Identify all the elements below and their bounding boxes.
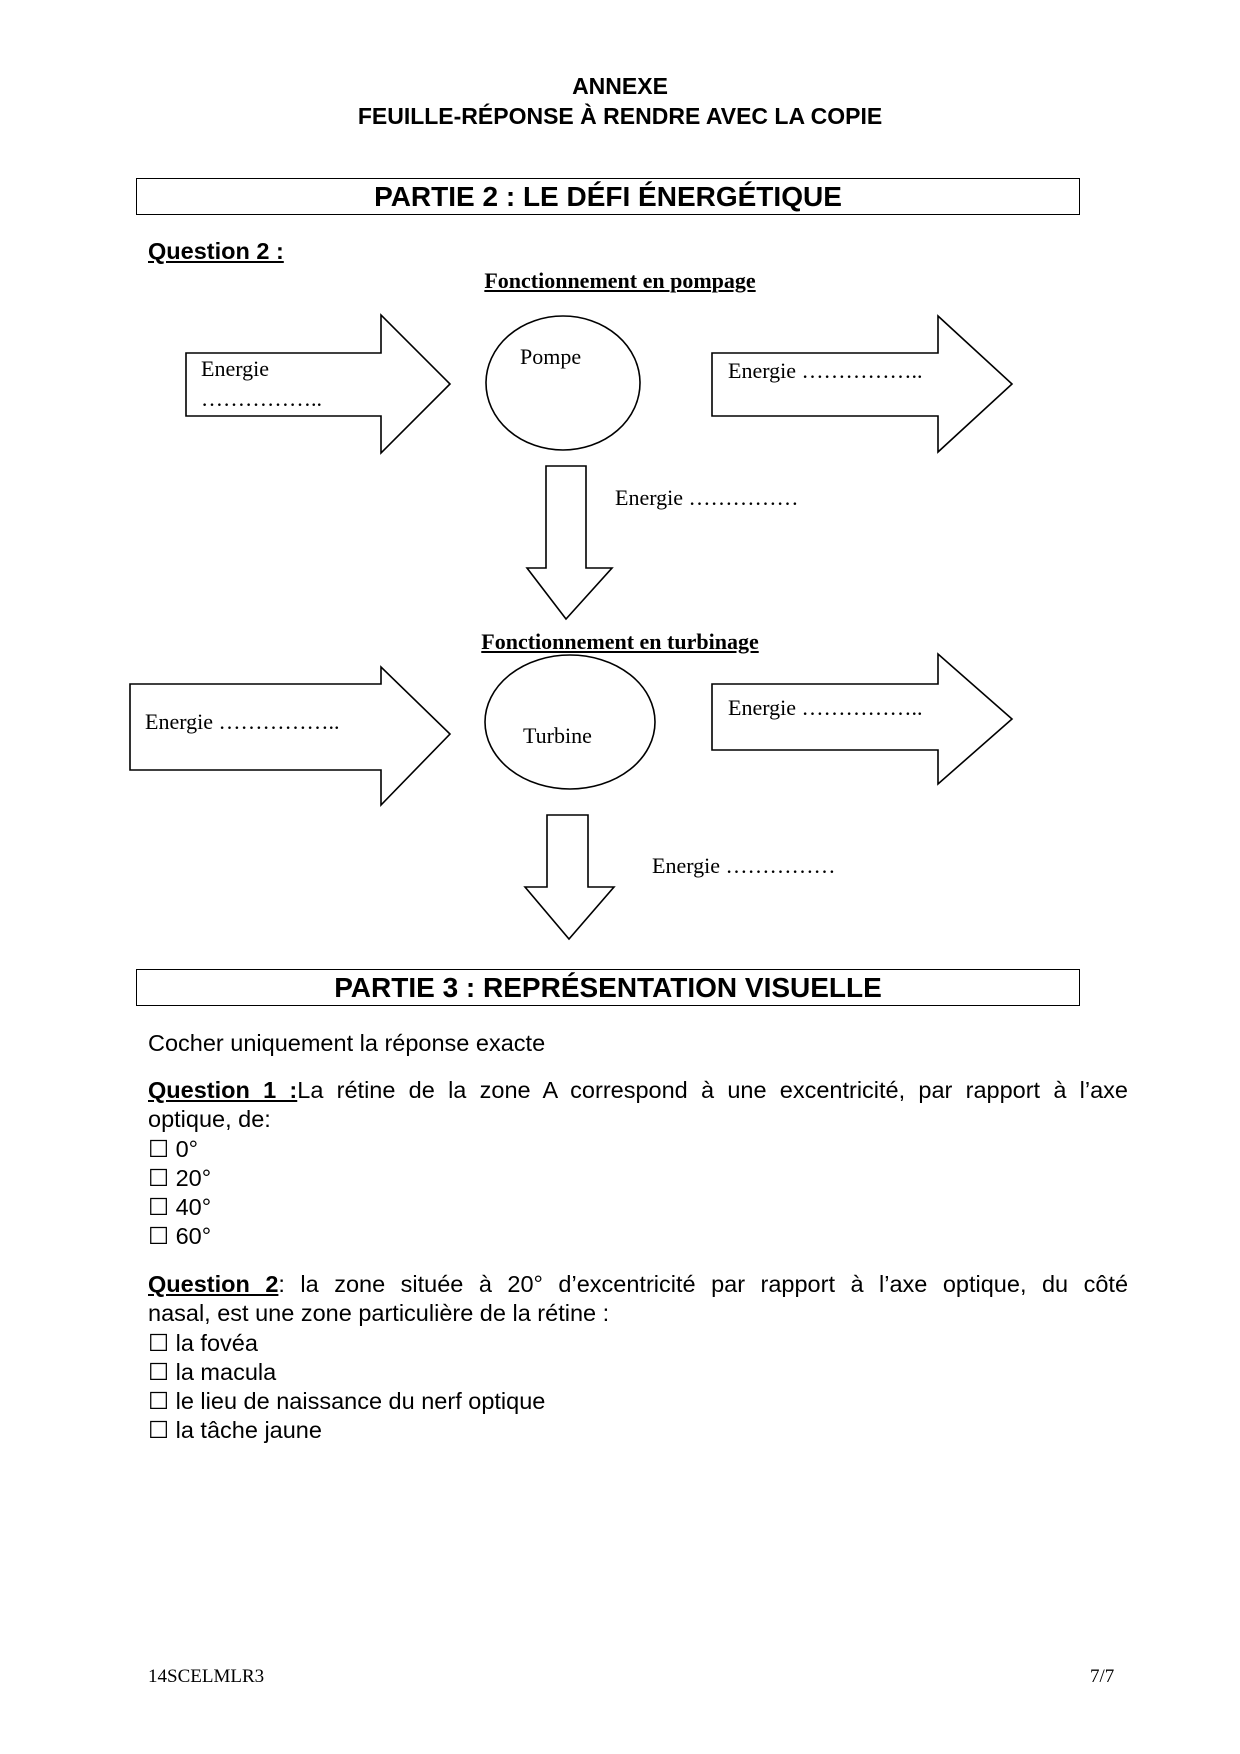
part2-title: PARTIE 2 : LE DÉFI ÉNERGÉTIQUE [136,178,1080,215]
checkbox-icon[interactable]: ☐ [148,1388,170,1414]
pompage-input-arrow [185,313,452,455]
q1-option-label: 20° [175,1165,212,1191]
pompage-down-label: Energie …………… [615,485,799,510]
q1-option[interactable]: ☐ 20° [148,1164,211,1192]
turbinage-down-arrow [523,814,616,941]
q2-option[interactable]: ☐ la fovéa [148,1329,258,1357]
pompe-ellipse [485,315,641,451]
turbinage-down-label: Energie …………… [652,853,836,878]
q1-option[interactable]: ☐ 40° [148,1193,211,1221]
q2-option-label: le lieu de naissance du nerf optique [175,1388,546,1414]
checkbox-icon[interactable]: ☐ [148,1136,170,1162]
q2-option-label: la fovéa [175,1330,258,1356]
pompage-output-label: Energie …………….. [728,358,923,383]
q2-text-line1: : la zone située à 20° d’excentricité pa… [278,1271,1129,1297]
q1-option[interactable]: ☐ 60° [148,1222,211,1250]
q2-option[interactable]: ☐ la tâche jaune [148,1416,322,1444]
document-code: 14SCELMLR3 [148,1666,265,1687]
q1-line1: Question 1 :La rétine de la zone A corre… [148,1077,1128,1104]
q2-text-line2: nasal, est une zone particulière de la r… [148,1300,610,1326]
turbinage-output-label: Energie …………….. [728,695,923,720]
part3-instruction: Cocher uniquement la réponse exacte [148,1030,546,1056]
answer-sheet-title: FEUILLE-RÉPONSE À RENDRE AVEC LA COPIE [357,103,883,129]
q2-line1: Question 2: la zone située à 20° d’excen… [148,1271,1128,1298]
checkbox-icon[interactable]: ☐ [148,1330,170,1356]
checkbox-icon[interactable]: ☐ [148,1223,170,1249]
checkbox-icon[interactable]: ☐ [148,1417,170,1443]
turbine-label: Turbine [523,723,592,748]
checkbox-icon[interactable]: ☐ [148,1359,170,1385]
q1-option[interactable]: ☐ 0° [148,1135,198,1163]
turbine-ellipse [484,654,656,790]
checkbox-icon[interactable]: ☐ [148,1165,170,1191]
q2-option-label: la tâche jaune [175,1417,322,1443]
pompage-down-arrow [525,465,614,621]
checkbox-icon[interactable]: ☐ [148,1194,170,1220]
q1-text-line1: La rétine de la zone A correspond à une … [297,1077,1129,1103]
part2-question-label: Question 2 : [148,238,284,264]
q2-option[interactable]: ☐ la macula [148,1358,276,1386]
part3-title: PARTIE 3 : REPRÉSENTATION VISUELLE [136,969,1080,1006]
pompe-label: Pompe [520,344,582,369]
pompage-input-dots: …………….. [201,386,322,411]
pompage-output-arrow [711,314,1014,454]
q2-option[interactable]: ☐ le lieu de naissance du nerf optique [148,1387,545,1415]
q2-option-label: la macula [175,1359,277,1385]
q1-option-label: 0° [175,1136,199,1162]
pompage-input-label: Energie [201,356,270,381]
q1-option-label: 40° [175,1194,212,1220]
annex-title: ANNEXE [572,73,668,99]
turbinage-input-label: Energie …………….. [145,709,340,734]
pompage-title: Fonctionnement en pompage [484,268,756,293]
page-number: 7/7 [1090,1666,1115,1687]
q1-text-line2: optique, de: [148,1106,271,1132]
q1-label: Question 1 : [148,1077,298,1103]
turbinage-title: Fonctionnement en turbinage [481,629,759,654]
q1-option-label: 60° [175,1223,212,1249]
q2-label: Question 2 [148,1271,279,1297]
turbinage-input-arrow [129,665,452,807]
turbinage-output-arrow [711,652,1014,786]
